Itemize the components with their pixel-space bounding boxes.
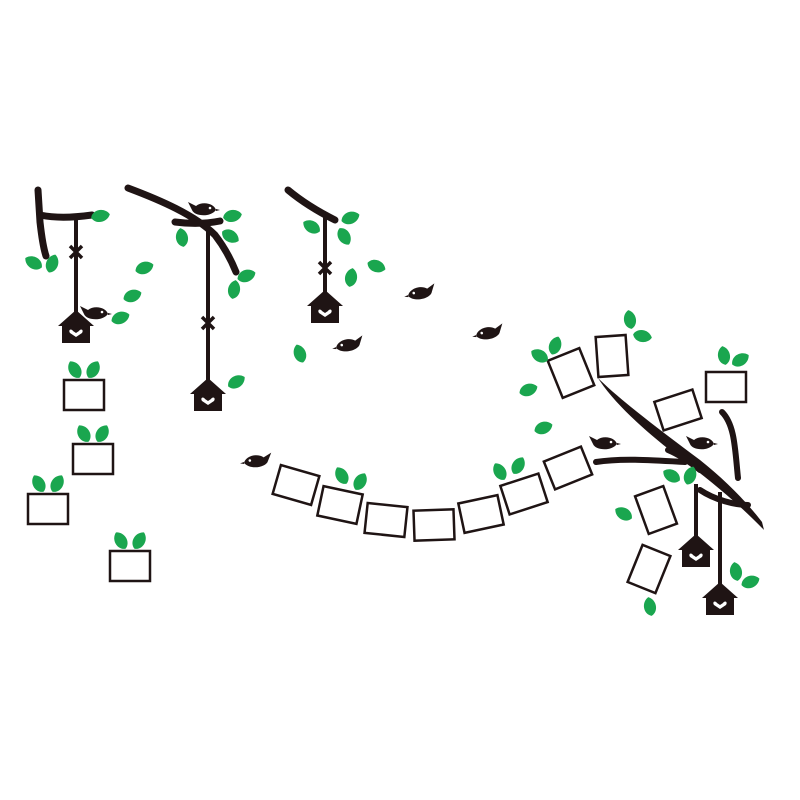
leaf-icon xyxy=(660,465,683,486)
leaf-icon xyxy=(22,252,45,273)
leaf-icon xyxy=(728,561,744,582)
leaf-icon xyxy=(632,328,653,344)
leaf-icon xyxy=(90,208,111,224)
photo-frame-icon xyxy=(498,471,550,517)
leaf-icon xyxy=(622,309,638,330)
leaf-icon xyxy=(489,460,510,483)
leaf-icon xyxy=(110,529,131,552)
leaf-icon xyxy=(546,334,565,357)
right-tree-branch xyxy=(589,378,764,615)
branch-stem xyxy=(284,186,339,224)
leaf-icon xyxy=(129,529,150,552)
photo-frame-icon xyxy=(62,378,106,412)
birdhouse-icon xyxy=(678,534,714,567)
bird-icon xyxy=(330,335,365,354)
leaf-icon xyxy=(226,279,242,300)
leaf-icon xyxy=(365,257,388,276)
photo-frame-icon xyxy=(542,444,594,492)
leaf-icon xyxy=(343,267,359,288)
leaf-icon xyxy=(508,454,529,477)
flying-birds xyxy=(239,283,505,469)
birdhouse-icon xyxy=(190,378,226,411)
leaf-icon xyxy=(83,358,104,381)
bird-icon xyxy=(239,452,273,469)
bird-icon xyxy=(188,202,220,216)
photo-frame-icon xyxy=(412,508,456,542)
left-branch-2 xyxy=(124,184,240,411)
leaf-icon xyxy=(222,208,243,224)
birdhouse-icon xyxy=(702,582,738,615)
leaf-icon xyxy=(517,380,540,399)
bird-icon xyxy=(470,323,505,342)
leaf-icon xyxy=(92,422,113,445)
bird-icon xyxy=(80,306,112,320)
photo-frame-icon xyxy=(633,484,679,536)
leaf-icon xyxy=(174,227,190,248)
photo-frame-icon xyxy=(271,463,321,507)
leaf-icon xyxy=(612,503,635,524)
leaf-icon xyxy=(109,308,132,327)
leaf-icon xyxy=(334,225,355,248)
photo-frame-icon xyxy=(594,333,630,379)
bird-icon xyxy=(589,436,621,450)
photo-frame-icon xyxy=(625,543,673,595)
leaf-icon xyxy=(716,345,732,366)
branch-stem xyxy=(34,186,96,260)
leaf-icon xyxy=(121,286,144,305)
leaf-icon xyxy=(290,342,309,365)
photo-frame-icon xyxy=(652,387,704,433)
leaf-icon xyxy=(28,472,49,495)
photo-frames xyxy=(26,333,748,595)
leaf-icon xyxy=(300,216,323,237)
bird-icon xyxy=(402,283,437,302)
birdhouse-icon xyxy=(307,290,343,323)
photo-frame-icon xyxy=(108,549,152,583)
leaf-icon xyxy=(729,349,752,370)
photo-frame-icon xyxy=(315,484,365,526)
leaf-icon xyxy=(350,470,371,493)
leaf-icon xyxy=(225,371,248,392)
photo-frame-icon xyxy=(456,493,506,535)
bird-icon xyxy=(686,436,718,450)
leaf-icon xyxy=(133,258,156,277)
left-branch-3 xyxy=(284,186,343,323)
photo-frame-icon xyxy=(363,501,409,539)
leaf-icon xyxy=(47,472,68,495)
photo-frame-icon xyxy=(71,442,115,476)
branch-stem xyxy=(124,184,240,276)
leaf-icon xyxy=(339,208,362,227)
leaf-icon xyxy=(331,464,352,487)
photo-frame-icon xyxy=(546,346,596,400)
leaf-icon xyxy=(73,422,94,445)
photo-frame-icon xyxy=(26,492,70,526)
photo-frame-icon xyxy=(704,370,748,404)
leaf-icon xyxy=(739,572,762,591)
leaf-icon xyxy=(64,358,85,381)
leaf-icon xyxy=(642,596,658,617)
left-branch-1 xyxy=(34,186,112,343)
leaf-icon xyxy=(532,418,555,437)
branch-arm xyxy=(593,409,751,508)
